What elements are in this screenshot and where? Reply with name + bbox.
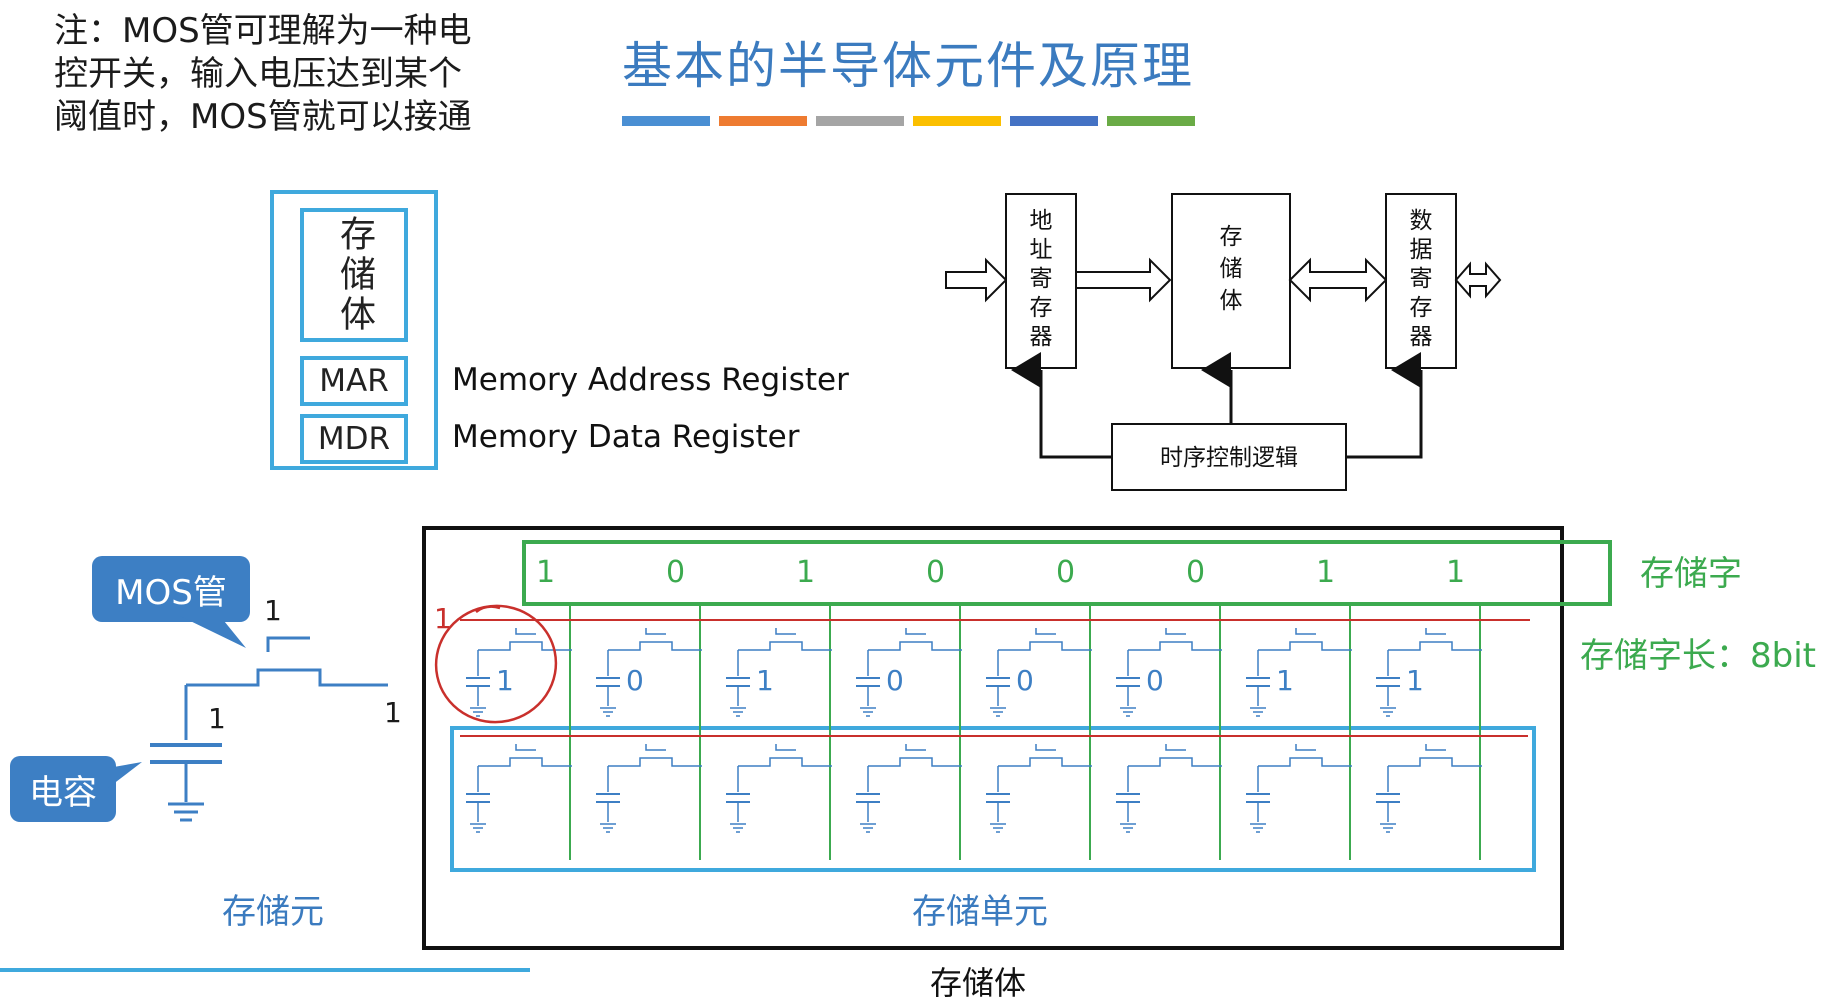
- storage-unit-frame: [450, 726, 1536, 872]
- cell-value: 0: [886, 664, 904, 697]
- title-underline-segment: [1107, 116, 1195, 126]
- address-to-storage-arrow-icon: [1075, 257, 1172, 303]
- memory-body-label: 存储体: [334, 215, 375, 335]
- note-line-2: 控开关，输入电压达到某个: [54, 54, 462, 94]
- memory-cell: 0: [986, 628, 1092, 717]
- word-bit-value: 1: [536, 555, 555, 590]
- mos-note: 注：MOS管可理解为一种电 控开关，输入电压达到某个 阈值时，MOS管就可以接通: [54, 10, 472, 139]
- data-register-label: 数据寄存器: [1410, 208, 1433, 350]
- word-bit-value: 1: [796, 555, 815, 590]
- word-bit-value: 1: [1446, 555, 1465, 590]
- gate-value: 1: [264, 594, 282, 627]
- mar-label: MAR: [319, 363, 389, 399]
- mos-gate-line: [266, 636, 310, 652]
- mdr-label: MDR: [317, 421, 391, 457]
- memory-block-diagram: 地址寄存器 存储体 数据寄存器 时序控制逻辑: [945, 193, 1502, 491]
- mdr-full-name: Memory Data Register: [452, 419, 800, 455]
- cell-value: 1: [756, 664, 774, 697]
- page-title: 基本的半导体元件及原理: [622, 37, 1194, 95]
- mos-callout-label: MOS管: [115, 572, 227, 613]
- address-register-label: 地址寄存器: [1030, 208, 1053, 350]
- memory-cell: [726, 744, 832, 833]
- capacitor-callout-label: 电容: [29, 772, 97, 813]
- title-underline-segment: [816, 116, 904, 126]
- word-bit-value: 0: [1056, 555, 1075, 590]
- note-line-3: 阈值时，MOS管就可以接通: [54, 97, 472, 137]
- cell-value: 1: [1406, 664, 1424, 697]
- mos-callout-tail: [180, 616, 246, 648]
- memory-cell: [1376, 744, 1482, 833]
- memory-cell: 1: [1246, 628, 1352, 717]
- memory-cell: 1: [1376, 628, 1482, 717]
- memory-cell: 0: [856, 628, 962, 717]
- mdr-box: MDR: [300, 414, 408, 464]
- cell-value: 0: [626, 664, 644, 697]
- memory-body-box: 存储体: [300, 208, 408, 342]
- storage-unit-label: 存储单元: [912, 892, 1048, 932]
- word-bit-value: 0: [1186, 555, 1205, 590]
- title-underline-segment: [622, 116, 710, 126]
- memory-cell: [986, 744, 1092, 833]
- mar-full-name: Memory Address Register: [452, 362, 849, 398]
- title-underline-segment: [913, 116, 1001, 126]
- memory-cell: 0: [596, 628, 702, 717]
- storage-body-frame: [422, 526, 1564, 950]
- annotation-tick: [475, 605, 501, 614]
- mos-channel-line: [186, 668, 388, 687]
- timing-control-label: 时序控制逻辑: [1160, 445, 1298, 471]
- mos-callout: MOS管: [92, 556, 250, 622]
- storage-element-caption: 存储元: [222, 892, 324, 932]
- storage-body-label: 存储体: [1220, 224, 1243, 314]
- timing-control-box: [1111, 423, 1347, 491]
- source-value: 1: [208, 702, 226, 735]
- output-arrow-icon: [1454, 261, 1502, 299]
- storage-word-label: 存储字: [1640, 554, 1742, 594]
- word-bit-value: 0: [666, 555, 685, 590]
- storage-word-frame: [522, 540, 1612, 606]
- memory-outline-box: [270, 190, 438, 470]
- drain-value: 1: [384, 696, 402, 729]
- word-bit-value: 0: [926, 555, 945, 590]
- cell-value: 0: [1146, 664, 1164, 697]
- storage-word-length-label: 存储字长：8bit: [1580, 636, 1816, 676]
- memory-cell: [856, 744, 962, 833]
- title-underline-segment: [719, 116, 807, 126]
- word-bit-value: 1: [1316, 555, 1335, 590]
- memory-cell: 1: [466, 628, 572, 717]
- timing-to-address-line: [1011, 352, 1112, 459]
- storage-array-diagram: 1 0 1 0 0 0 1 1 1 0 1 0 0 0 1 1 1: [422, 526, 1612, 950]
- timing-to-data-line: [1346, 352, 1423, 459]
- storage-element-diagram: 1 1 1: [150, 594, 402, 822]
- cell-value: 1: [496, 664, 514, 697]
- input-arrow-icon: [945, 257, 1008, 303]
- data-register-box: [1385, 193, 1457, 369]
- bottom-progress-line: [0, 968, 530, 972]
- storage-data-arrow-icon: [1288, 257, 1388, 303]
- memory-cell: 1: [726, 628, 832, 717]
- mar-box: MAR: [300, 356, 408, 406]
- capacitor-callout: 电容: [10, 756, 116, 822]
- memory-cell: [1116, 744, 1222, 833]
- title-underline-segment: [1010, 116, 1098, 126]
- row-select-value: 1: [434, 602, 452, 635]
- memory-cell: [1246, 744, 1352, 833]
- memory-cell: 0: [1116, 628, 1222, 717]
- note-line-1: 注：MOS管可理解为一种电: [54, 11, 472, 51]
- capacitor-callout-tail: [108, 762, 142, 788]
- storage-body-caption: 存储体: [930, 964, 1027, 1002]
- cell-value: 1: [1276, 664, 1294, 697]
- memory-cell: [596, 744, 702, 833]
- address-register-box: [1005, 193, 1077, 369]
- memory-cell: [466, 744, 572, 833]
- cell-value: 0: [1016, 664, 1034, 697]
